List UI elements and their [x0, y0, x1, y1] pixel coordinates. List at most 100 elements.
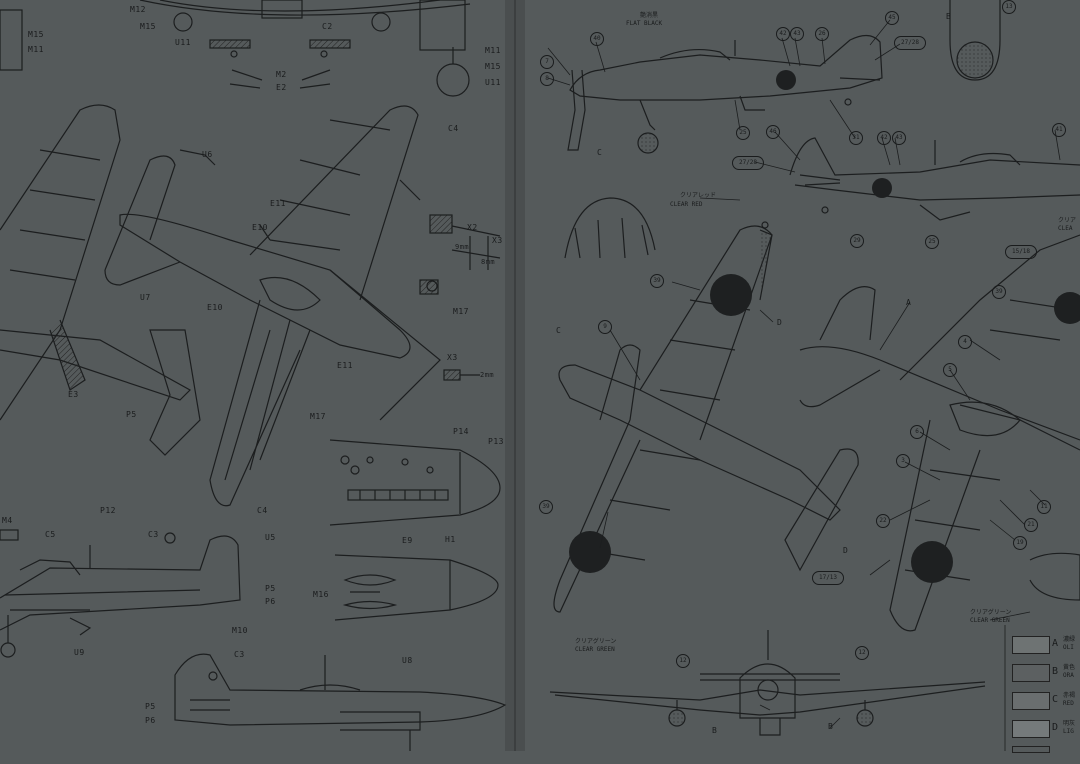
label-u6: U6	[202, 150, 213, 159]
label-e10-mid: E10	[207, 303, 223, 312]
label-9mm: 9mm	[455, 243, 470, 251]
legend-letter-c: C	[1052, 694, 1059, 705]
letter-b-left: B	[712, 726, 718, 735]
label-m12: M12	[130, 5, 146, 14]
clear-green-left-en: CLEAR GREEN	[575, 646, 615, 653]
callout-27-28-top: 27/28	[894, 36, 926, 50]
callout-40: 40	[590, 32, 604, 46]
label-m16: M16	[313, 590, 329, 599]
callout-5: 5	[943, 363, 957, 377]
label-e2: E2	[276, 83, 287, 92]
label-m11-left: M11	[28, 45, 44, 54]
label-c4-top: C4	[448, 124, 459, 133]
letter-b-top: B	[946, 12, 952, 21]
label-m15-right: M15	[485, 62, 501, 71]
callout-39-lower: 39	[539, 500, 553, 514]
label-e11-top: E11	[270, 199, 286, 208]
label-u11-right: U11	[485, 78, 501, 87]
legend-letter-b: B	[1052, 666, 1059, 677]
label-u7: U7	[140, 293, 151, 302]
label-p5-lower: P5	[145, 702, 156, 711]
label-c2: C2	[322, 22, 333, 31]
label-e3: E3	[68, 390, 79, 399]
legend-letter-d: D	[1052, 722, 1059, 733]
callout-31: 31	[849, 131, 863, 145]
label-c3-side: C3	[148, 530, 159, 539]
letter-d-upper: D	[777, 318, 783, 327]
clear-red-en: CLEAR RED	[670, 201, 703, 208]
letter-a: A	[906, 298, 912, 307]
callout-6: 6	[910, 425, 924, 439]
label-m15: M15	[140, 22, 156, 31]
clear-green-left-jp: クリアグリーン	[575, 638, 617, 645]
callout-11: 11	[1037, 500, 1051, 514]
label-p14: P14	[453, 427, 469, 436]
legend-row-e	[1012, 746, 1080, 764]
callout-42-top: 42	[776, 27, 790, 41]
label-x3-top: X3	[492, 236, 503, 245]
label-p6-lower: P6	[145, 716, 156, 725]
legend-swatch-a	[1012, 636, 1050, 654]
label-p12: P12	[100, 506, 116, 515]
edge-clear-en: CLEA	[1058, 225, 1073, 232]
label-p5-side: P5	[265, 584, 276, 593]
legend-letter-a: A	[1052, 638, 1059, 649]
letter-c-plan: C	[556, 326, 562, 335]
clear-green-right-en: CLEAR GREEN	[970, 617, 1010, 624]
label-x3-lower: X3	[447, 353, 458, 362]
flat-black-jp: 艶消黒	[640, 12, 659, 19]
label-m2: M2	[276, 70, 287, 79]
label-p5-upper: P5	[126, 410, 137, 419]
legend-swatch-d	[1012, 720, 1050, 738]
label-p6-side: P6	[265, 597, 276, 606]
callout-45: 45	[885, 11, 899, 25]
label-m17-lower: M17	[310, 412, 326, 421]
label-m10: M10	[232, 626, 248, 635]
callout-15-18: 15/18	[1005, 245, 1037, 259]
callout-41: 41	[1052, 123, 1066, 137]
callout-29: 29	[850, 234, 864, 248]
label-m4: M4	[2, 516, 13, 525]
callout-39-right: 39	[992, 285, 1006, 299]
label-m17-right: M17	[453, 307, 469, 316]
label-c4-lower: C4	[257, 506, 268, 515]
label-u5: U5	[265, 533, 276, 542]
callout-25-mid: 25	[925, 235, 939, 249]
label-e11-lower: E11	[337, 361, 353, 370]
letter-d-lower: D	[843, 546, 849, 555]
callout-17-13: 17/13	[812, 571, 844, 585]
callout-43-top: 43	[790, 27, 804, 41]
clear-green-right-jp: クリアグリーン	[970, 609, 1012, 616]
callout-25-top: 25	[736, 126, 750, 140]
flat-black-en: FLAT BLACK	[626, 20, 663, 27]
label-p13: P13	[488, 437, 504, 446]
callout-42-mid: 42	[877, 131, 891, 145]
callout-3: 3	[896, 454, 910, 468]
callout-12-right: 12	[855, 646, 869, 660]
callout-39-upper: 39	[650, 274, 664, 288]
label-u9: U9	[74, 648, 85, 657]
callout-27-28-mid: 27/28	[732, 156, 764, 170]
label-2mm: 2mm	[480, 371, 495, 379]
callout-9: 9	[598, 320, 612, 334]
clear-red-jp: クリアレッド	[680, 192, 717, 199]
label-e10-top: E10	[252, 223, 268, 232]
callout-22: 22	[876, 514, 890, 528]
callout-43-mid: 43	[892, 131, 906, 145]
callout-46: 46	[766, 125, 780, 139]
label-8mm: 8mm	[481, 258, 496, 266]
label-m15-left: M15	[28, 30, 44, 39]
letter-b-right: B	[828, 722, 834, 731]
callout-26-top: 26	[815, 27, 829, 41]
callout-4: 4	[958, 335, 972, 349]
